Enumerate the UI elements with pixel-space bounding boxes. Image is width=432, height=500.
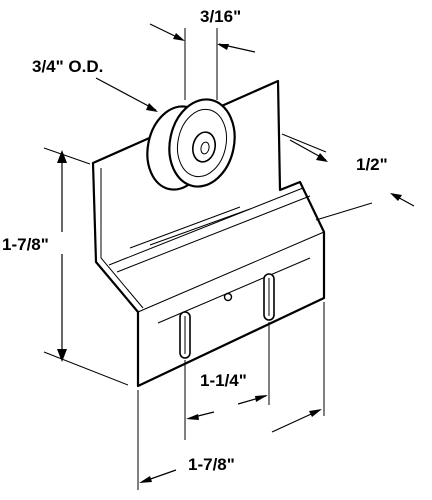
dim-label-bracket-width: 1-7/8" xyxy=(188,455,235,474)
dim-label-wheel-od: 3/4" O.D. xyxy=(32,57,103,76)
wheel-hub xyxy=(191,131,217,163)
dim-wheel-width: 3/16" xyxy=(149,7,256,100)
dim-label-wheel-width: 3/16" xyxy=(200,7,241,26)
wheel-groove xyxy=(176,108,228,178)
dim-offset: 1/2" xyxy=(281,133,415,221)
dim-hole-spacing: 1-1/4" xyxy=(184,322,270,440)
wheel-axle xyxy=(200,141,210,155)
bracket-highlight xyxy=(129,206,241,249)
dim-height: 1-7/8" xyxy=(2,147,129,386)
bracket-left-thickness xyxy=(100,168,144,309)
dim-label-hole-spacing: 1-1/4" xyxy=(200,371,247,390)
center-hole xyxy=(223,292,233,302)
dim-label-height: 1-7/8" xyxy=(2,235,49,254)
bracket-fold-line xyxy=(108,187,304,266)
bracket-lower-edge xyxy=(137,231,325,313)
bracket-highlight-2 xyxy=(149,208,251,246)
dim-label-offset: 1/2" xyxy=(356,155,388,174)
bracket-fold-line-2 xyxy=(116,195,311,273)
dim-bracket-width: 1-7/8" xyxy=(137,302,325,490)
wheel xyxy=(146,98,236,191)
dim-wheel-od: 3/4" O.D. xyxy=(32,57,158,112)
